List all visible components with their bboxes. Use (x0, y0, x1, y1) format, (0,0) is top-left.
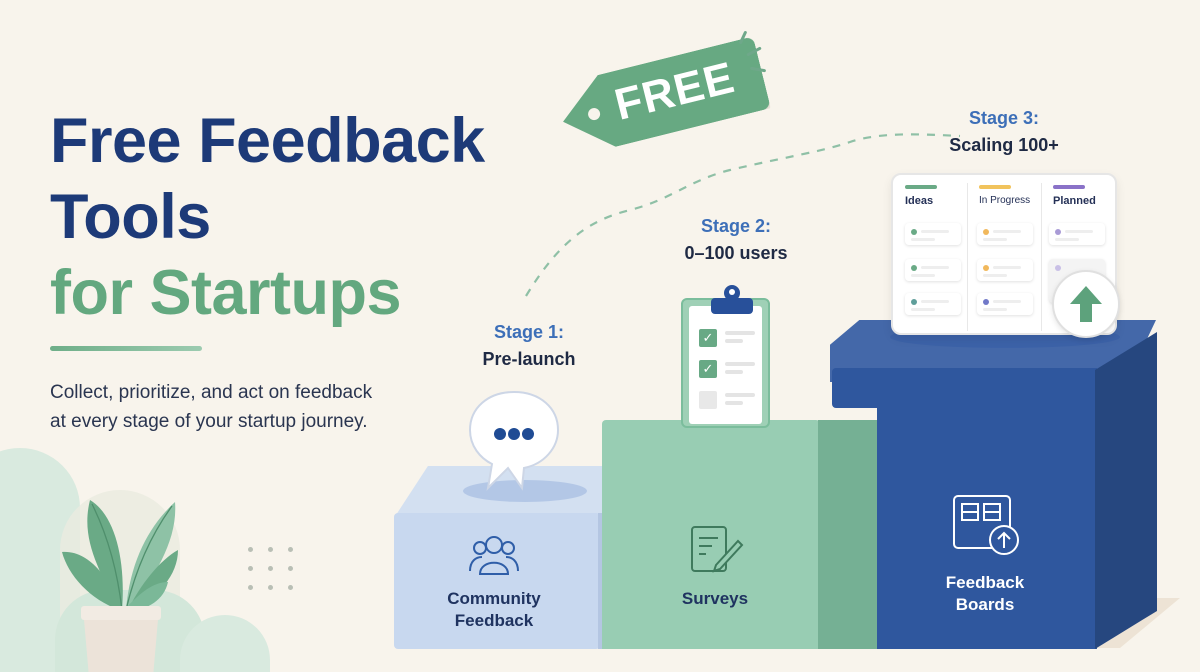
stage-1-label: Stage 1: Pre-launch (454, 322, 604, 370)
stage-2-block (602, 420, 820, 649)
stage-number: Stage 2: (700, 216, 772, 236)
feedback-board-icon (953, 495, 1019, 555)
title-underline (50, 346, 202, 351)
board-card (977, 223, 1033, 245)
stage-number: Stage 1: (493, 322, 565, 342)
stage-3-label: Stage 3: Scaling 100+ (929, 108, 1079, 156)
page-title-line-2: Tools (50, 182, 211, 252)
stage-3-block (877, 368, 1097, 649)
upvote-button (1052, 270, 1120, 338)
subtitle-line-2: at every stage of your startup journey. (50, 411, 368, 432)
clipboard-paper: ✓ ✓ (689, 306, 762, 424)
placeholder-line (725, 370, 743, 374)
stage-2-label: Stage 2: 0–100 users (661, 216, 811, 264)
column-title: In Progress (979, 195, 1031, 206)
stage-description: 0–100 users (684, 243, 788, 263)
stage-number: Stage 3: (968, 108, 1040, 128)
tool-label-line: Feedback (945, 573, 1025, 592)
stage-description: Pre-launch (482, 349, 576, 369)
community-icon (469, 536, 519, 575)
stage-3-tool-label: Feedback Boards (910, 572, 1060, 616)
plant-pot-rim (81, 606, 161, 620)
board-card (905, 293, 961, 315)
checkbox-empty-icon (699, 391, 717, 409)
board-card (905, 223, 961, 245)
subtitle: Collect, prioritize, and act on feedback… (50, 378, 430, 436)
tool-label-line: Community (447, 589, 541, 608)
board-column-ideas: Ideas (899, 185, 969, 207)
column-color-bar (1053, 185, 1085, 189)
tool-label-line: Feedback (454, 611, 534, 630)
bubble-shadow (463, 480, 587, 502)
arrow-up-icon (1070, 286, 1102, 322)
page-title-line-1: Free Feedback (50, 106, 485, 176)
placeholder-line (725, 401, 743, 405)
decor-dot-grid (248, 547, 294, 590)
plant-icon (62, 500, 178, 612)
kanban-board: Ideas In Progress Planned (891, 173, 1117, 335)
board-card (977, 259, 1033, 281)
tool-label-line: Boards (955, 595, 1015, 614)
speech-bubble-icon (468, 390, 560, 491)
survey-icon (691, 526, 744, 573)
board-column-in-progress: In Progress (973, 185, 1043, 206)
tool-label-line: Surveys (681, 589, 749, 608)
board-column-planned: Planned (1047, 185, 1117, 207)
column-color-bar (905, 185, 937, 189)
placeholder-line (725, 393, 755, 397)
stage-3-block-side (1095, 332, 1157, 649)
stage-3-block-ledge (832, 368, 883, 408)
stage-2-tool-label: Surveys (640, 588, 790, 610)
stage-1-tool-label: Community Feedback (414, 588, 574, 632)
checkbox-checked-icon: ✓ (699, 360, 717, 378)
clipboard-clip-hole (729, 289, 735, 295)
board-card (905, 259, 961, 281)
clipboard-clip (711, 298, 753, 314)
stage-2-block-side (818, 420, 878, 649)
column-title: Ideas (905, 195, 934, 207)
board-card (1049, 223, 1105, 245)
placeholder-line (725, 331, 755, 335)
stage-description: Scaling 100+ (949, 135, 1059, 155)
board-card (977, 293, 1033, 315)
placeholder-line (725, 339, 743, 343)
checkbox-checked-icon: ✓ (699, 329, 717, 347)
stage-1-block (394, 513, 600, 649)
subtitle-line-1: Collect, prioritize, and act on feedback (50, 382, 373, 403)
journey-path (525, 133, 961, 297)
column-title: Planned (1053, 195, 1096, 207)
placeholder-line (725, 362, 755, 366)
page-title-line-3: for Startups (50, 258, 402, 328)
column-color-bar (979, 185, 1011, 189)
